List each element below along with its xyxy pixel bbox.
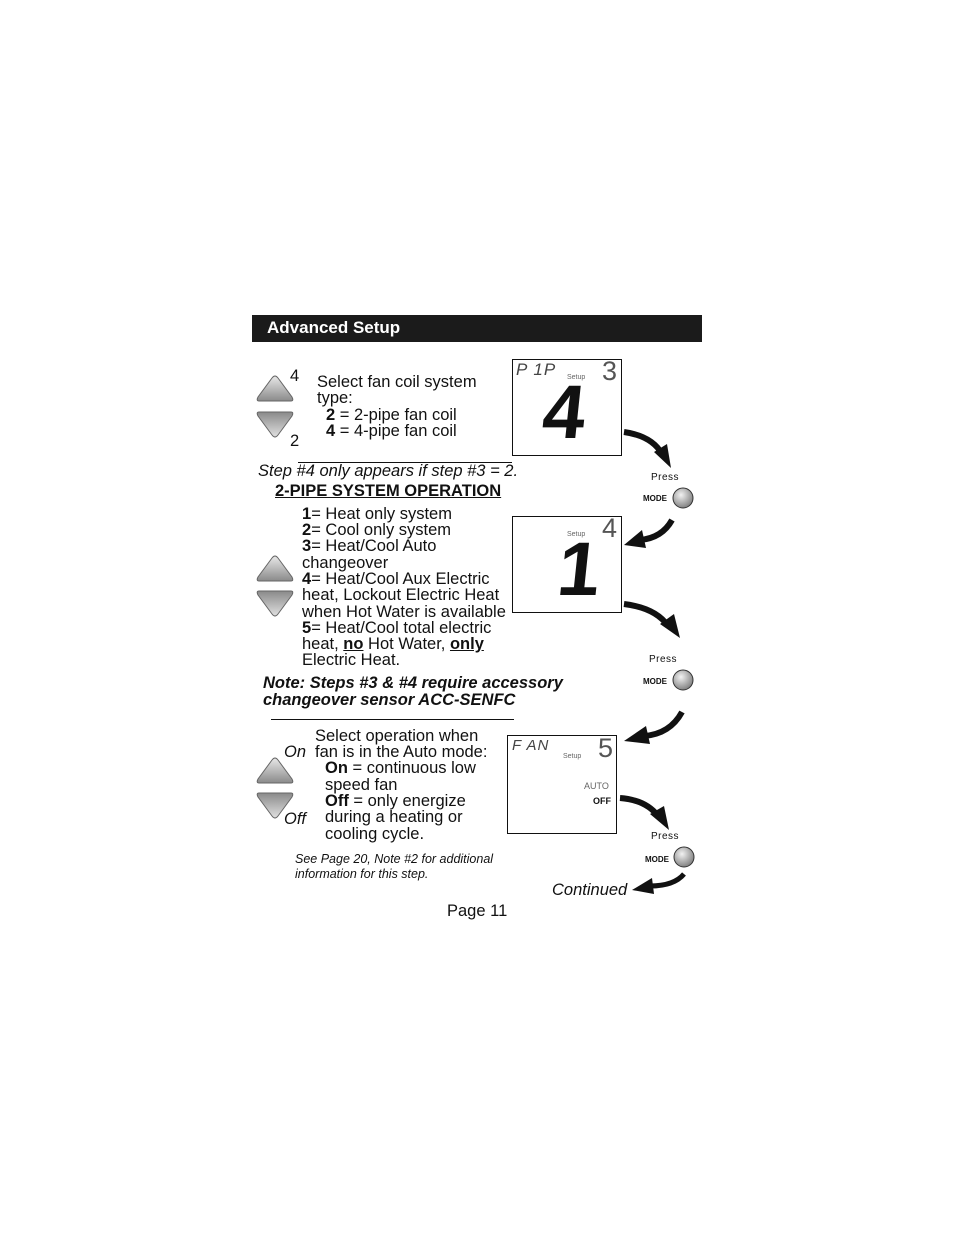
lcd-step-number: 3 <box>602 356 618 386</box>
curved-arrow-icon <box>619 795 669 830</box>
lcd-code: P 1P <box>516 360 557 379</box>
down-arrow-icon[interactable] <box>256 589 296 619</box>
option-4-cont2: when Hot Water is available <box>302 603 506 621</box>
lcd-value: 4 <box>538 370 590 455</box>
lcd-step-number: 5 <box>598 733 614 763</box>
option-off-cont1: during a heating or <box>325 808 463 826</box>
mode-label: MODE <box>643 677 667 686</box>
option-2: 2= Cool only system <box>302 521 452 539</box>
up-arrow-value: On <box>284 743 307 761</box>
up-arrow-icon[interactable] <box>256 756 296 786</box>
option-on-cont: speed fan <box>325 776 398 794</box>
up-arrow-value: 4 <box>290 367 300 385</box>
option-3: 3= Heat/Cool Auto <box>302 537 437 555</box>
lcd-setup-label: Setup <box>563 753 582 760</box>
option-4-cont1: heat, Lockout Electric Heat <box>302 586 500 604</box>
option-off-cont2: cooling cycle. <box>325 825 425 843</box>
option-4: 4= Heat/Cool Aux Electric <box>302 570 490 588</box>
down-arrow-value: Off <box>284 810 307 828</box>
option-5-cont1: heat, no Hot Water, only <box>302 635 484 653</box>
option-3-cont: changeover <box>302 554 389 572</box>
step5-instruction-line2: fan is in the Auto mode: <box>315 743 488 761</box>
curved-arrow-icon <box>623 601 680 638</box>
press-label: Press <box>651 831 680 842</box>
option-2-pipe: 2 = 2-pipe fan coil <box>326 406 457 424</box>
page-number: Page 11 <box>447 902 508 920</box>
lcd-auto-label: AUTO <box>584 781 609 791</box>
down-arrow-icon[interactable] <box>256 791 296 821</box>
curved-arrow-icon <box>624 518 675 548</box>
option-on: On = continuous low <box>325 759 476 777</box>
down-arrow-icon[interactable] <box>256 410 296 440</box>
lcd-value: 1 <box>553 527 605 612</box>
lcd-setup-label: Setup <box>567 531 586 538</box>
footnote-line1: See Page 20, Note #2 for additional <box>295 852 494 866</box>
up-arrow-icon[interactable] <box>256 374 296 404</box>
step3-instruction-line1: Select fan coil system <box>317 373 477 391</box>
curved-arrow-icon <box>624 710 685 744</box>
lcd-step-number: 4 <box>602 513 618 543</box>
option-5: 5= Heat/Cool total electric <box>302 619 492 637</box>
step4-condition-note: Step #4 only appears if step #3 = 2. <box>258 462 519 480</box>
accessory-note-line1: Note: Steps #3 & #4 require accessory <box>263 674 563 692</box>
down-arrow-value: 2 <box>290 432 300 450</box>
curved-arrow-icon <box>632 872 686 894</box>
option-4-pipe: 4 = 4-pipe fan coil <box>326 422 457 440</box>
section-header-bar <box>252 315 702 342</box>
mode-label: MODE <box>643 494 667 503</box>
up-arrow-icon[interactable] <box>256 554 296 584</box>
divider <box>298 462 512 463</box>
mode-button[interactable] <box>672 487 696 511</box>
section-title: Advanced Setup <box>267 318 401 337</box>
lcd-off-label: OFF <box>593 796 611 806</box>
lcd-setup-label: Setup <box>567 374 586 381</box>
option-5-cont2: Electric Heat. <box>302 651 401 669</box>
option-1: 1= Heat only system <box>302 505 452 523</box>
lcd-display-step5 <box>507 735 617 834</box>
footnote-line2: information for this step. <box>295 867 429 881</box>
lcd-display-step4 <box>512 516 622 613</box>
accessory-note-line2: changeover sensor ACC-SENFC <box>263 691 516 709</box>
mode-label: MODE <box>645 855 669 864</box>
press-label: Press <box>649 654 678 665</box>
step4-heading: 2-PIPE SYSTEM OPERATION <box>275 482 502 500</box>
divider <box>271 719 514 720</box>
step5-instruction-line1: Select operation when <box>315 727 479 745</box>
step3-instruction-line2: type: <box>317 389 353 407</box>
lcd-code: F AN <box>512 737 550 754</box>
option-off: Off = only energize <box>325 792 466 810</box>
mode-button[interactable] <box>673 846 697 870</box>
curved-arrow-icon <box>623 429 671 468</box>
press-label: Press <box>651 472 680 483</box>
lcd-display-step3 <box>512 359 622 456</box>
continued-label: Continued <box>552 881 628 899</box>
mode-button[interactable] <box>672 669 696 693</box>
